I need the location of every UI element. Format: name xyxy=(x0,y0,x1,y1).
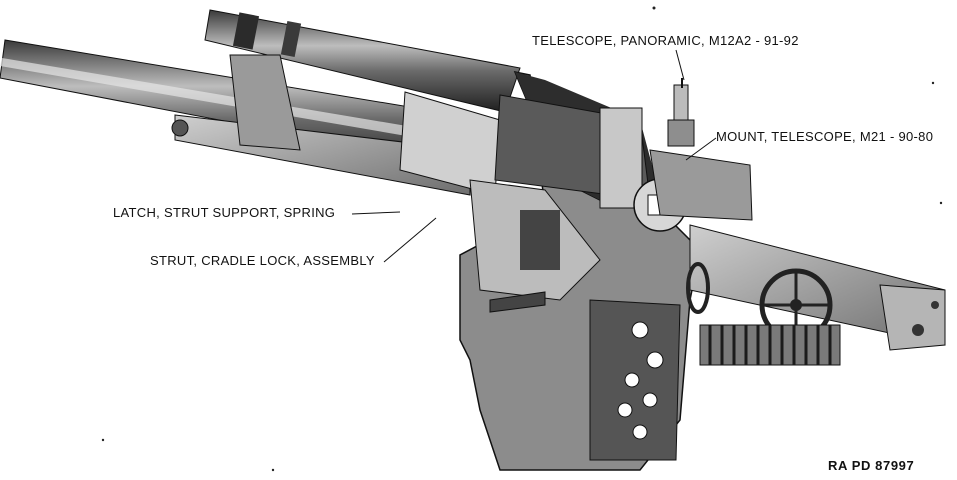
callout-mount-telescope: MOUNT, TELESCOPE, M21 - 90-80 xyxy=(716,129,934,144)
callout-latch-strut-support: LATCH, STRUT SUPPORT, SPRING xyxy=(113,205,336,220)
leader-latch xyxy=(351,211,401,215)
reference-number: RA PD 87997 xyxy=(828,458,915,473)
trail-arm xyxy=(689,224,946,351)
leader-lines xyxy=(351,49,717,263)
panoramic-telescope xyxy=(667,78,695,147)
traversing-handwheel xyxy=(686,262,710,314)
cradle xyxy=(171,54,501,196)
leader-telescope xyxy=(675,49,685,81)
lightening-holes xyxy=(617,321,664,440)
leader-strut xyxy=(383,217,437,263)
callout-telescope-panoramic: TELESCOPE, PANORAMIC, M12A2 - 91-92 xyxy=(532,33,799,48)
leader-mount xyxy=(685,137,717,161)
upper-barrel xyxy=(204,9,521,113)
telescope-mount xyxy=(649,149,753,221)
base-spring xyxy=(489,291,546,313)
equilibrator-spring xyxy=(699,324,841,366)
paper-specks xyxy=(101,6,943,472)
callout-strut-cradle-lock: STRUT, CRADLE LOCK, ASSEMBLY xyxy=(150,253,375,268)
